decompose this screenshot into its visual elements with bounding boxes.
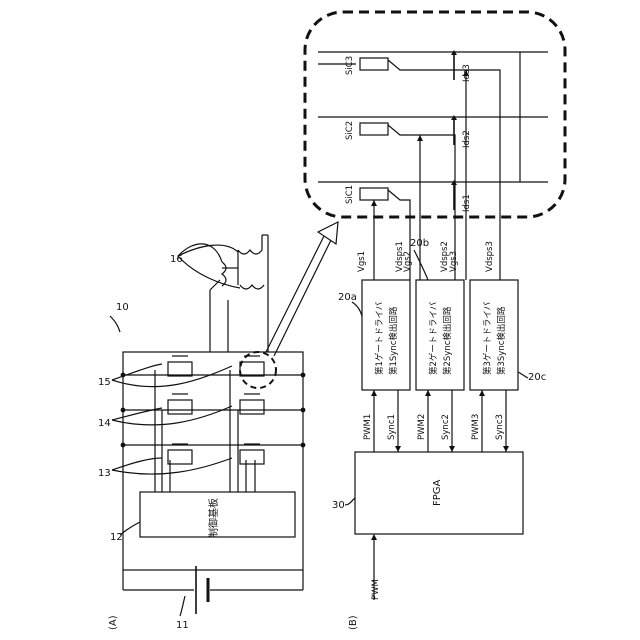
fpga-label: FPGA <box>432 479 443 506</box>
ids-label-2: Ids2 <box>462 130 472 148</box>
ref-16: 16 <box>170 254 183 265</box>
ids-label-3: Ids3 <box>462 64 472 82</box>
vgs-label-3: Vgs3 <box>449 251 459 272</box>
motor-coil-2 <box>238 250 262 254</box>
ids-label-1: Ids1 <box>462 194 472 212</box>
sic-label-3: SiC3 <box>345 56 355 75</box>
enlarged-switch-region <box>305 12 565 217</box>
part-label-b: (B) <box>348 615 359 630</box>
pwm-label-3: PWM3 <box>471 414 481 440</box>
transistor-row-mid <box>168 394 264 414</box>
ref-12: 12 <box>110 532 123 543</box>
ref-10: 10 <box>116 302 129 313</box>
sic-switch-1 <box>360 188 410 238</box>
pwm-label-2: PWM2 <box>417 414 427 440</box>
driver-3-line2: 第3Sync検出回路 <box>496 306 507 375</box>
inverter-circuit: 制御基板 <box>0 0 338 616</box>
zoom-arrow <box>266 222 338 356</box>
ref-20a: 20a <box>338 292 357 303</box>
ref-13: 13 <box>98 468 111 479</box>
control-board-label: 制御基板 <box>207 498 220 538</box>
sic-label-1: SiC1 <box>345 185 355 204</box>
sic-label-2: SiC2 <box>345 121 355 140</box>
vdsps-label-3: Vdsps3 <box>485 241 495 272</box>
ref-20c: 20c <box>528 372 546 383</box>
ref-15: 15 <box>98 377 111 388</box>
driver-3-line1: 第3ゲートドライバ <box>482 301 493 375</box>
sic-switch-3 <box>318 58 500 238</box>
sync-label-2: Sync2 <box>441 414 451 440</box>
driver-1-line1: 第1ゲートドライバ <box>374 301 385 375</box>
motor-coil-3 <box>240 285 264 289</box>
vgs-label-2: Vgs2 <box>403 251 413 272</box>
ref-20b: 20b <box>410 238 429 249</box>
highlight-circle <box>240 352 276 388</box>
pwm-input-label: PWM <box>371 579 381 600</box>
driver-box-1 <box>362 280 410 390</box>
vgs-label-1: Vgs1 <box>357 251 367 272</box>
sync-label-1: Sync1 <box>387 414 397 440</box>
driver-box-3 <box>470 280 518 390</box>
sync-label-3: Sync3 <box>495 414 505 440</box>
motor-coil-1 <box>222 262 226 286</box>
driver-2-line1: 第2ゲートドライバ <box>428 301 439 375</box>
ref-30: 30 <box>332 500 345 511</box>
driver-box-2 <box>416 280 464 390</box>
driver-1-line2: 第1Sync検出回路 <box>388 306 399 375</box>
ref-14: 14 <box>98 418 111 429</box>
driver-2-line2: 第2Sync検出回路 <box>442 306 453 375</box>
ref-11: 11 <box>176 620 189 631</box>
transistor-row-bottom <box>168 444 264 464</box>
pwm-label-1: PWM1 <box>363 414 373 440</box>
part-label-a: (A) <box>108 615 119 630</box>
